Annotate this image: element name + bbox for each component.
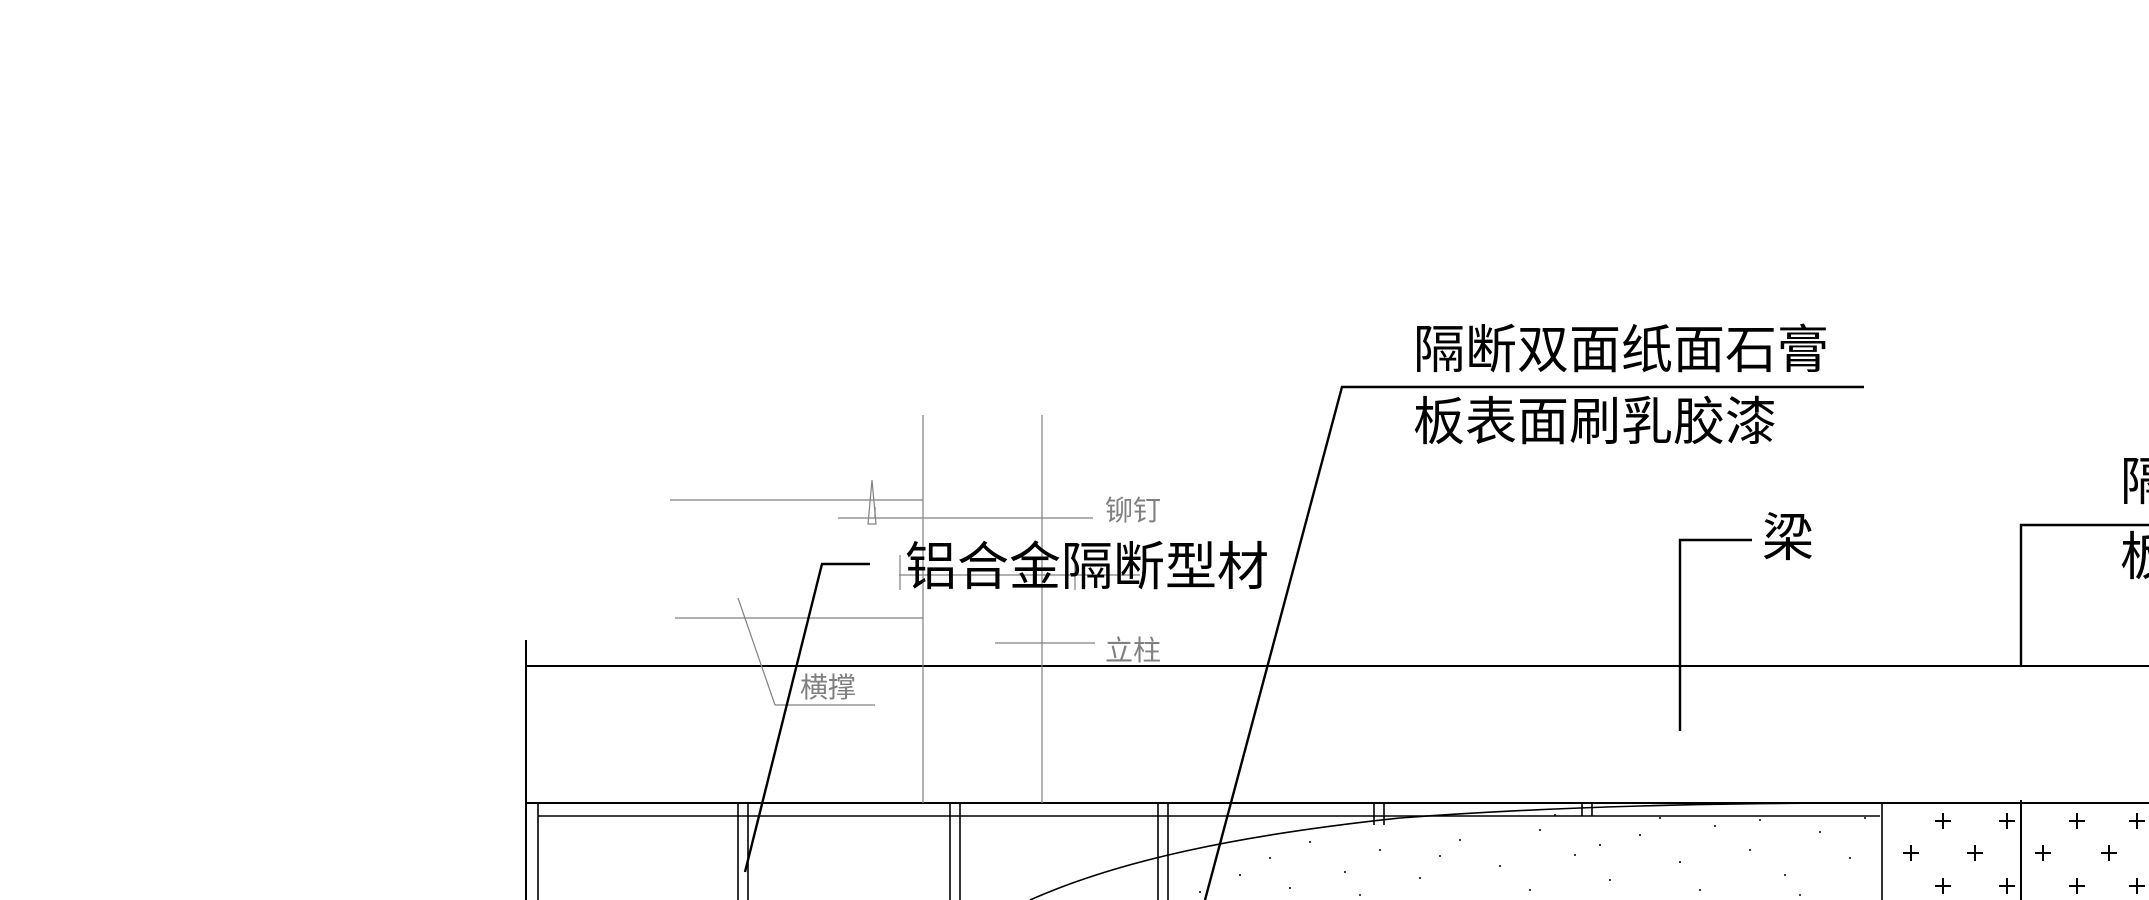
inset-detail [670, 415, 1140, 803]
leader-beam [1678, 538, 1752, 731]
ceiling-frame [537, 803, 1883, 900]
label-right-cut-top: 隔 [2120, 453, 2149, 513]
label-partition-line2: 板表面刷乳胶漆 [1413, 393, 1777, 453]
label-column: 立柱 [1105, 634, 1161, 667]
leader-right [2019, 523, 2149, 666]
infill-region [1029, 802, 1881, 900]
label-crossbrace: 横撑 [800, 671, 856, 704]
label-partition-line1: 隔断双面纸面石膏 [1413, 321, 1829, 381]
label-right-cut-bottom: 板 [2120, 528, 2149, 588]
plus-marks [1903, 813, 2145, 894]
label-aluminum: 铝合金隔断型材 [905, 538, 1269, 598]
leader-aluminum [743, 562, 870, 873]
label-beam: 梁 [1762, 509, 1814, 569]
plus-hatch-region [1903, 800, 2145, 900]
leader-partition [1203, 385, 1864, 900]
label-rivet: 铆钉 [1105, 494, 1161, 527]
infill-dots [1199, 814, 1866, 896]
leader-lines [743, 385, 2149, 900]
